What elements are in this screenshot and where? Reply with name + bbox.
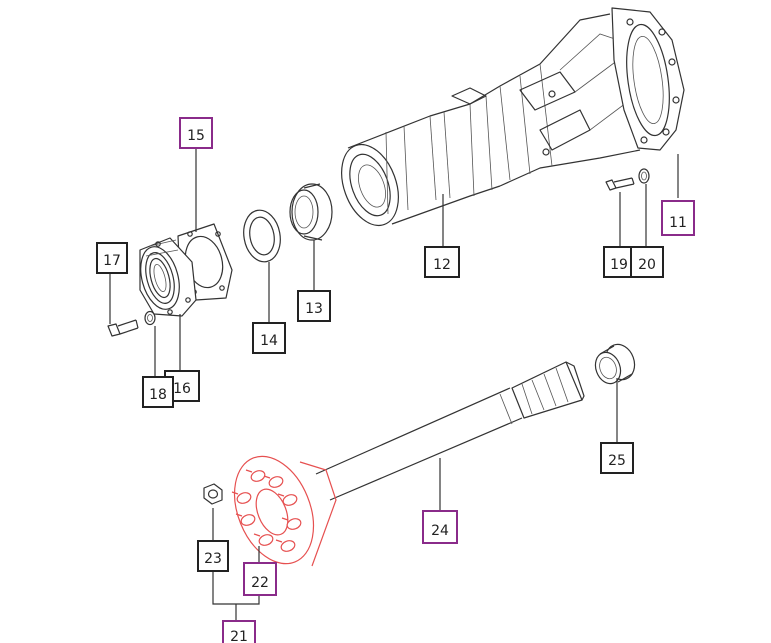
callout-25[interactable]: 25 — [600, 442, 634, 474]
callout-25-label: 25 — [608, 453, 626, 469]
washer-20[interactable] — [638, 168, 650, 184]
callout-23[interactable]: 23 — [197, 540, 229, 572]
callout-12[interactable]: 12 — [424, 246, 460, 278]
callout-13-label: 13 — [305, 301, 323, 317]
callout-12-label: 12 — [433, 257, 451, 273]
callout-21-label: 21 — [230, 629, 248, 643]
callout-15[interactable]: 15 — [179, 117, 213, 149]
callout-14[interactable]: 14 — [252, 322, 286, 354]
callout-24-label: 24 — [431, 523, 449, 539]
callout-22[interactable]: 22 — [243, 562, 277, 596]
bearing-13[interactable] — [289, 183, 333, 241]
callout-20[interactable]: 20 — [630, 246, 664, 278]
callout-22-label: 22 — [251, 575, 269, 591]
callout-11[interactable]: 11 — [661, 200, 695, 236]
axle-housing[interactable] — [331, 7, 685, 233]
callout-18[interactable]: 18 — [142, 376, 174, 408]
bolt-19[interactable] — [605, 177, 635, 191]
callout-16-label: 16 — [173, 381, 191, 397]
callout-15-label: 15 — [187, 128, 205, 144]
callout-13[interactable]: 13 — [297, 290, 331, 322]
callout-11-label: 11 — [669, 215, 687, 231]
seal-ring-14[interactable] — [240, 207, 284, 264]
axle-shaft-24[interactable] — [220, 361, 585, 575]
callout-24[interactable]: 24 — [422, 510, 458, 544]
wheel-studs-22[interactable] — [231, 469, 302, 553]
seal-carrier-16[interactable] — [134, 237, 197, 317]
callout-17[interactable]: 17 — [96, 242, 128, 274]
callout-19-label: 19 — [610, 257, 628, 273]
washer-18[interactable] — [144, 310, 156, 326]
callout-21[interactable]: 21 — [222, 620, 256, 643]
callout-14-label: 14 — [260, 333, 278, 349]
callout-19[interactable]: 19 — [603, 246, 635, 278]
callout-23-label: 23 — [204, 551, 222, 567]
callout-17-label: 17 — [103, 253, 121, 269]
callout-20-label: 20 — [638, 257, 656, 273]
bushing-25[interactable] — [591, 340, 639, 387]
bolt-17[interactable] — [107, 319, 139, 337]
nut-23[interactable] — [203, 483, 223, 505]
leader-lines — [109, 149, 679, 620]
callout-18-label: 18 — [149, 387, 167, 403]
